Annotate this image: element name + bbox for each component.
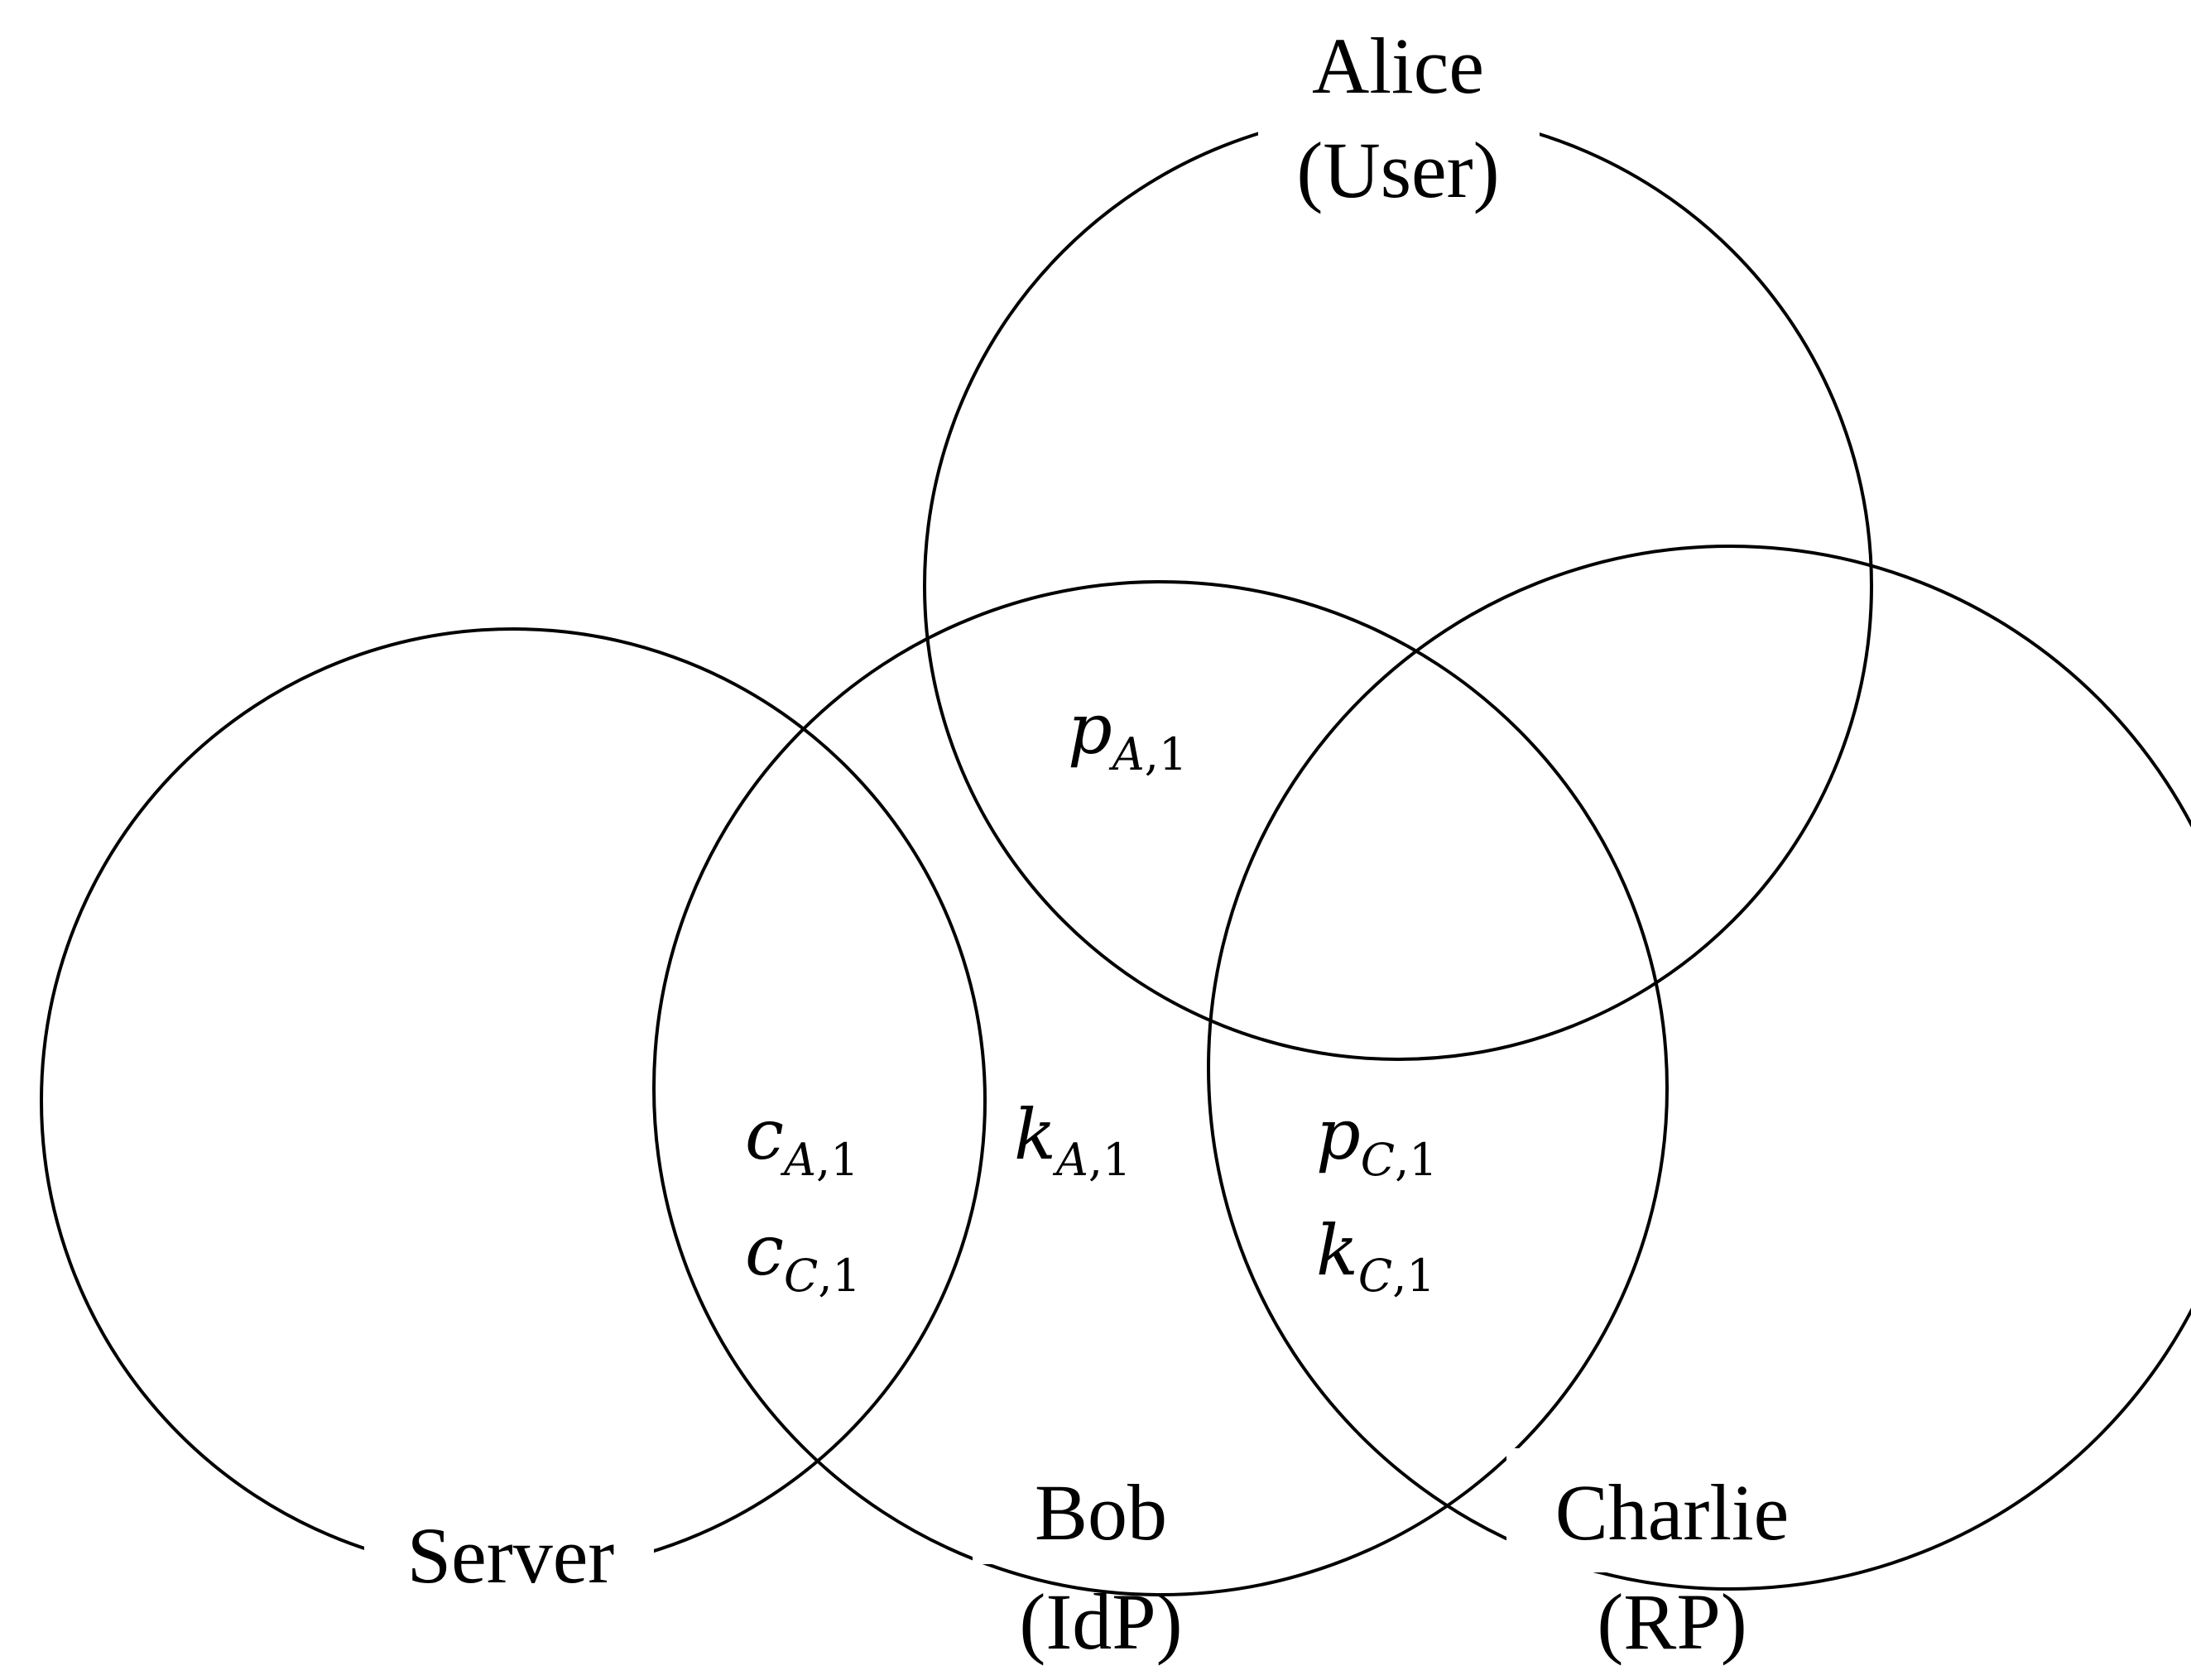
server-name-label: Server	[407, 1511, 615, 1600]
variable-p-c-1: pC,1	[1316, 1094, 1438, 1186]
variable-p-a-1-symbol: p	[1068, 689, 1112, 770]
charlie-name-label: Charlie	[1555, 1468, 1790, 1557]
charlie-label-gap	[1506, 1448, 1838, 1572]
alice-role-label: (User)	[1296, 126, 1499, 214]
bob-name-label: Bob	[1035, 1468, 1167, 1557]
variable-c-a-1-symbol: c	[745, 1094, 784, 1175]
variable-k-a-1-sub-letter: A	[1052, 1134, 1088, 1186]
variable-k-a-1-symbol: k	[1014, 1094, 1056, 1175]
alice-label-gap	[1258, 91, 1540, 157]
variable-p-c-1-sub-rest: ,1	[1395, 1134, 1438, 1186]
bob-circle	[652, 580, 1669, 1596]
bob-label-gap	[973, 1473, 1229, 1564]
variable-k-c-1-sub-letter: C	[1358, 1250, 1392, 1302]
variable-c-c-1: cC,1	[745, 1210, 861, 1302]
variable-c-c-1-sub-rest: ,1	[818, 1250, 861, 1302]
variable-c-c-1-sub-letter: C	[784, 1250, 818, 1302]
server-label-gap	[364, 1498, 654, 1581]
variable-k-a-1-sub-rest: ,1	[1088, 1134, 1132, 1186]
variable-c-a-1: cA,1	[745, 1094, 859, 1186]
variable-k-c-1-symbol: k	[1316, 1210, 1358, 1291]
variable-c-a-1-sub-rest: ,1	[816, 1134, 859, 1186]
variable-p-c-1-sub-letter: C	[1361, 1134, 1395, 1186]
variable-p-a-1-sub-rest: ,1	[1145, 728, 1188, 780]
variable-c-c-1-symbol: c	[745, 1210, 784, 1291]
variable-k-a-1: kA,1	[1014, 1094, 1131, 1186]
variable-p-a-1-sub-letter: A	[1108, 728, 1145, 780]
variable-c-a-1-sub-letter: A	[780, 1134, 816, 1186]
bob-role-label: (IdP)	[1019, 1577, 1182, 1666]
variable-k-c-1: kC,1	[1316, 1210, 1435, 1302]
charlie-circle	[1207, 545, 2191, 1591]
alice-circle	[923, 111, 1873, 1061]
variable-k-c-1-sub-rest: ,1	[1392, 1250, 1435, 1302]
alice-name-label: Alice	[1312, 22, 1484, 110]
variable-p-c-1-symbol: p	[1316, 1094, 1361, 1175]
charlie-role-label: (RP)	[1597, 1577, 1747, 1666]
variable-p-a-1: pA,1	[1068, 689, 1187, 780]
server-circle	[40, 627, 987, 1574]
